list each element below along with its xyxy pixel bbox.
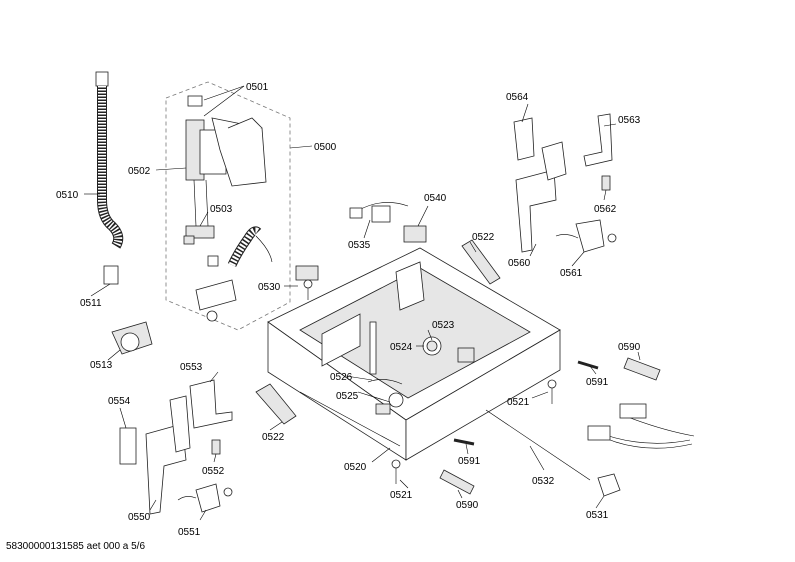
- label-0535: 0535: [348, 240, 371, 251]
- label-0554: 0554: [108, 396, 131, 407]
- fastener-0530: [295, 265, 319, 300]
- label-0521-bottom: 0521: [390, 490, 413, 501]
- assembly-group-outline: [165, 81, 291, 331]
- drawing-reference-footer: 58300000131585 aet 000 a 5/6: [6, 541, 146, 552]
- label-0501: 0501: [246, 82, 269, 93]
- label-0590-bottom: 0590: [456, 500, 479, 511]
- label-0553: 0553: [180, 362, 203, 373]
- sensor-0561: [555, 219, 617, 253]
- label-0525: 0525: [336, 391, 359, 402]
- label-0562: 0562: [594, 204, 617, 215]
- cable-harness-0535: [349, 202, 409, 223]
- bracket-0564: [513, 117, 535, 161]
- spacer-bracket-right: [461, 239, 501, 285]
- label-0561: 0561: [560, 268, 583, 279]
- label-0532: 0532: [532, 476, 555, 487]
- label-0521-right: 0521: [507, 397, 530, 408]
- screw-0591-right: [577, 360, 599, 370]
- connector-0540: [403, 225, 427, 243]
- label-0523: 0523: [432, 320, 455, 331]
- sensor-0551: [177, 483, 233, 513]
- label-0530: 0530: [258, 282, 281, 293]
- bracket-0553: [189, 379, 233, 429]
- label-0503: 0503: [210, 204, 233, 215]
- screw-0521-right: [547, 379, 557, 404]
- label-0590-right: 0590: [618, 342, 641, 353]
- screw-0591-bottom: [453, 438, 475, 446]
- hose-clip: [103, 265, 119, 285]
- label-0540: 0540: [424, 193, 447, 204]
- label-0520: 0520: [344, 462, 367, 473]
- label-0513: 0513: [90, 360, 113, 371]
- float-0531: [597, 473, 621, 497]
- base-inner-parts: [367, 321, 475, 415]
- label-0552: 0552: [202, 466, 225, 477]
- label-0564: 0564: [506, 92, 529, 103]
- base-tub: [267, 247, 561, 461]
- label-0511: 0511: [80, 298, 102, 309]
- label-0591-bottom: 0591: [458, 456, 481, 467]
- spacer-bracket-left: [255, 383, 297, 425]
- label-0563: 0563: [618, 115, 641, 126]
- label-0522-left: 0522: [262, 432, 285, 443]
- drain-valve: [111, 321, 153, 355]
- label-0550: 0550: [128, 512, 151, 523]
- rod-0532: [485, 409, 591, 481]
- rail-0590-right: [623, 357, 661, 381]
- label-0500: 0500: [314, 142, 337, 153]
- label-0560: 0560: [508, 258, 531, 269]
- bracket-0563: [583, 113, 613, 167]
- wiring-harness: [587, 403, 695, 449]
- label-0524: 0524: [390, 342, 413, 353]
- label-0522-right: 0522: [472, 232, 495, 243]
- label-0510: 0510: [56, 190, 79, 201]
- bracket-0560: [515, 141, 567, 253]
- cover-0554: [119, 427, 137, 465]
- label-0551: 0551: [178, 527, 201, 538]
- clip-0562: [601, 175, 611, 191]
- clip-0552: [211, 439, 221, 455]
- label-0591-right: 0591: [586, 377, 609, 388]
- drain-hose: [95, 71, 124, 249]
- leader-lines: [84, 85, 641, 521]
- pump-heater-assembly: [183, 95, 273, 322]
- rail-0590-bottom: [439, 469, 475, 495]
- label-0502: 0502: [128, 166, 151, 177]
- label-0526: 0526: [330, 372, 353, 383]
- bracket-0550-arm: [169, 395, 191, 453]
- label-0531: 0531: [586, 510, 609, 521]
- screw-0521-bottom: [391, 459, 401, 484]
